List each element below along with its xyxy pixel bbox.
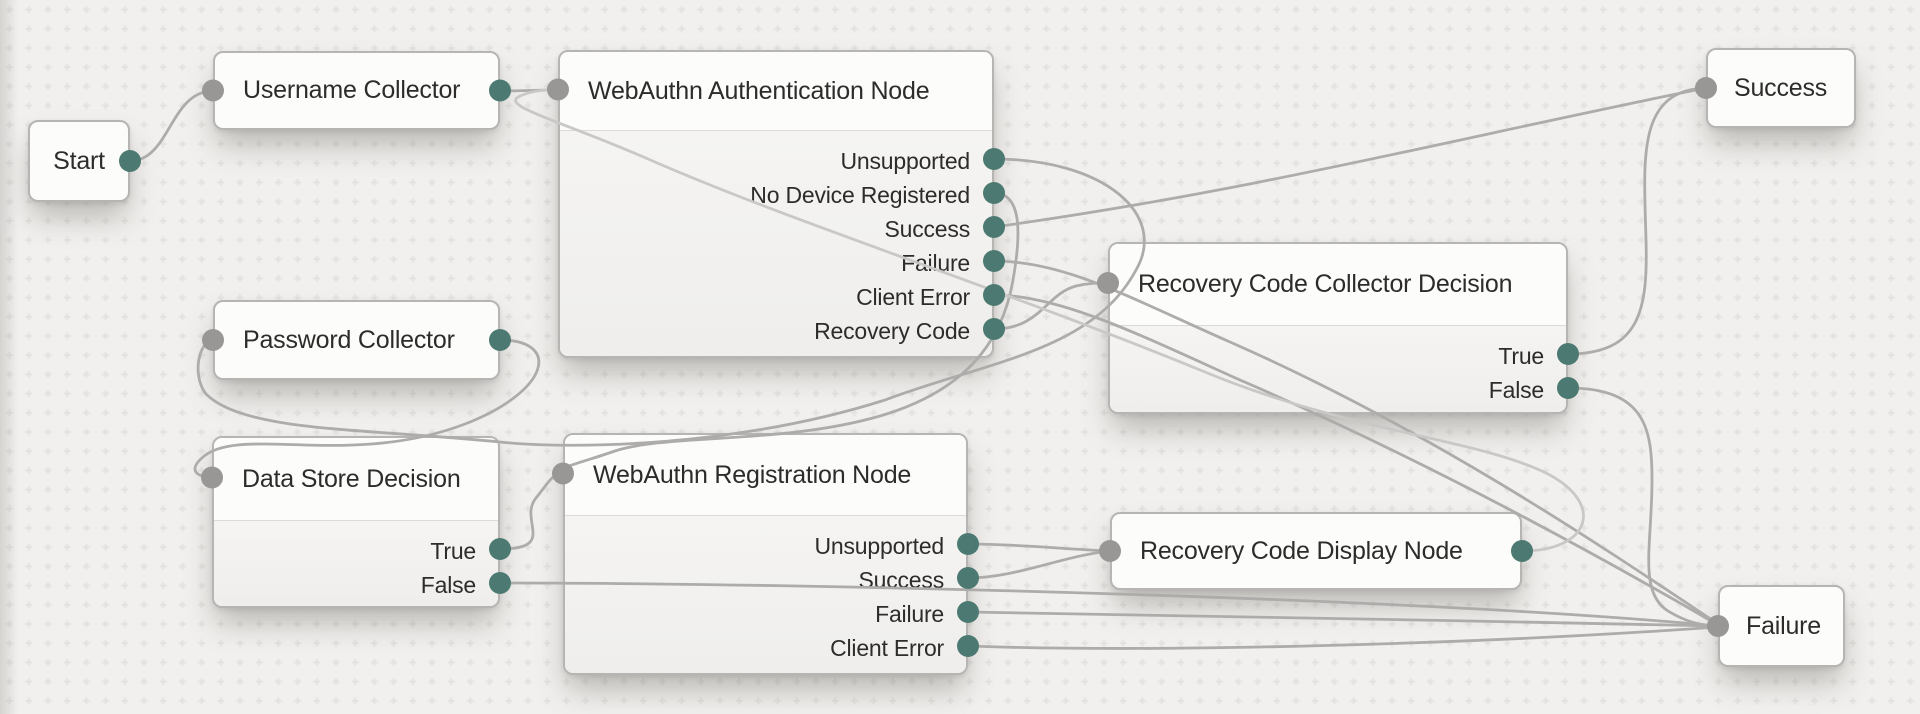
outcome-label: False (420, 571, 476, 598)
node-recovery-code-display[interactable]: Recovery Code Display Node (1110, 512, 1522, 590)
outcome-label: True (430, 537, 476, 564)
outcome-label: Client Error (856, 283, 970, 310)
outcome-label: Client Error (830, 634, 944, 661)
outcome-row: Failure (565, 597, 966, 631)
outcome-label: False (1488, 376, 1544, 403)
node-success[interactable]: Success (1706, 48, 1856, 128)
node-title: WebAuthn Authentication Node (588, 76, 930, 105)
outcome-row: Failure (560, 246, 992, 280)
node-title: Data Store Decision (242, 464, 461, 493)
node-password-collector[interactable]: Password Collector (213, 300, 500, 380)
outcome-label: True (1498, 342, 1544, 369)
outcome-label: Unsupported (840, 147, 971, 174)
node-start[interactable]: Start (28, 120, 130, 202)
outcome-label: No Device Registered (750, 181, 970, 208)
outcome-row: No Device Registered (560, 178, 992, 212)
node-title: Start (53, 146, 105, 175)
outcome-label: Failure (875, 600, 944, 627)
outcome-row: False (1110, 373, 1566, 407)
outcome-row: Success (560, 212, 992, 246)
node-title: Failure (1746, 611, 1822, 640)
outcome-label: Success (884, 215, 970, 242)
outcome-label: Recovery Code (814, 317, 970, 344)
outcome-row: Client Error (565, 631, 966, 665)
outcome-row: True (1110, 339, 1566, 373)
node-title: Success (1734, 73, 1828, 102)
outcome-row: Unsupported (565, 529, 966, 563)
outcome-row: Client Error (560, 280, 992, 314)
node-failure[interactable]: Failure (1718, 585, 1845, 667)
outcome-label: Failure (901, 249, 970, 276)
outcome-row: Success (565, 563, 966, 597)
node-title: Recovery Code Display Node (1140, 536, 1463, 565)
outcome-row: False (214, 568, 498, 602)
outcome-row: Recovery Code (560, 314, 992, 348)
node-title: Username Collector (243, 76, 461, 104)
outcome-label: Unsupported (814, 532, 945, 559)
node-title: Password Collector (243, 325, 455, 354)
outcome-label: Success (858, 566, 944, 593)
node-title: WebAuthn Registration Node (593, 460, 912, 489)
node-username-collector[interactable]: Username Collector (213, 51, 500, 130)
outcome-row: True (214, 534, 498, 568)
outcome-row: Unsupported (560, 144, 992, 178)
node-title: Recovery Code Collector Decision (1138, 270, 1513, 298)
